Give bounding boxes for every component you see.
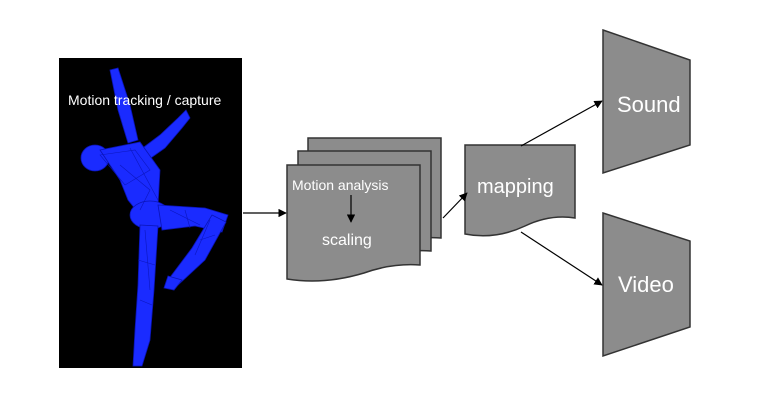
arrow-analysis-to-mapping — [442, 192, 468, 219]
analysis-doc-front — [286, 164, 421, 282]
analysis-stack — [286, 137, 442, 282]
sound-label: Sound — [617, 92, 681, 117]
dancer-wireframe — [99, 147, 216, 306]
arrow-mapping-to-video — [520, 231, 603, 286]
capture-label: Motion tracking / capture — [68, 92, 222, 108]
analysis-label: Motion analysis — [292, 177, 389, 193]
video-output-shape — [602, 211, 691, 358]
arrow-mapping-to-sound — [520, 100, 603, 147]
video-label: Video — [618, 272, 674, 297]
mapping-label: mapping — [477, 176, 554, 198]
sound-output-shape — [602, 28, 691, 175]
dancer-figure — [80, 67, 229, 367]
mapping-box — [464, 144, 576, 237]
scaling-label: scaling — [322, 232, 372, 249]
